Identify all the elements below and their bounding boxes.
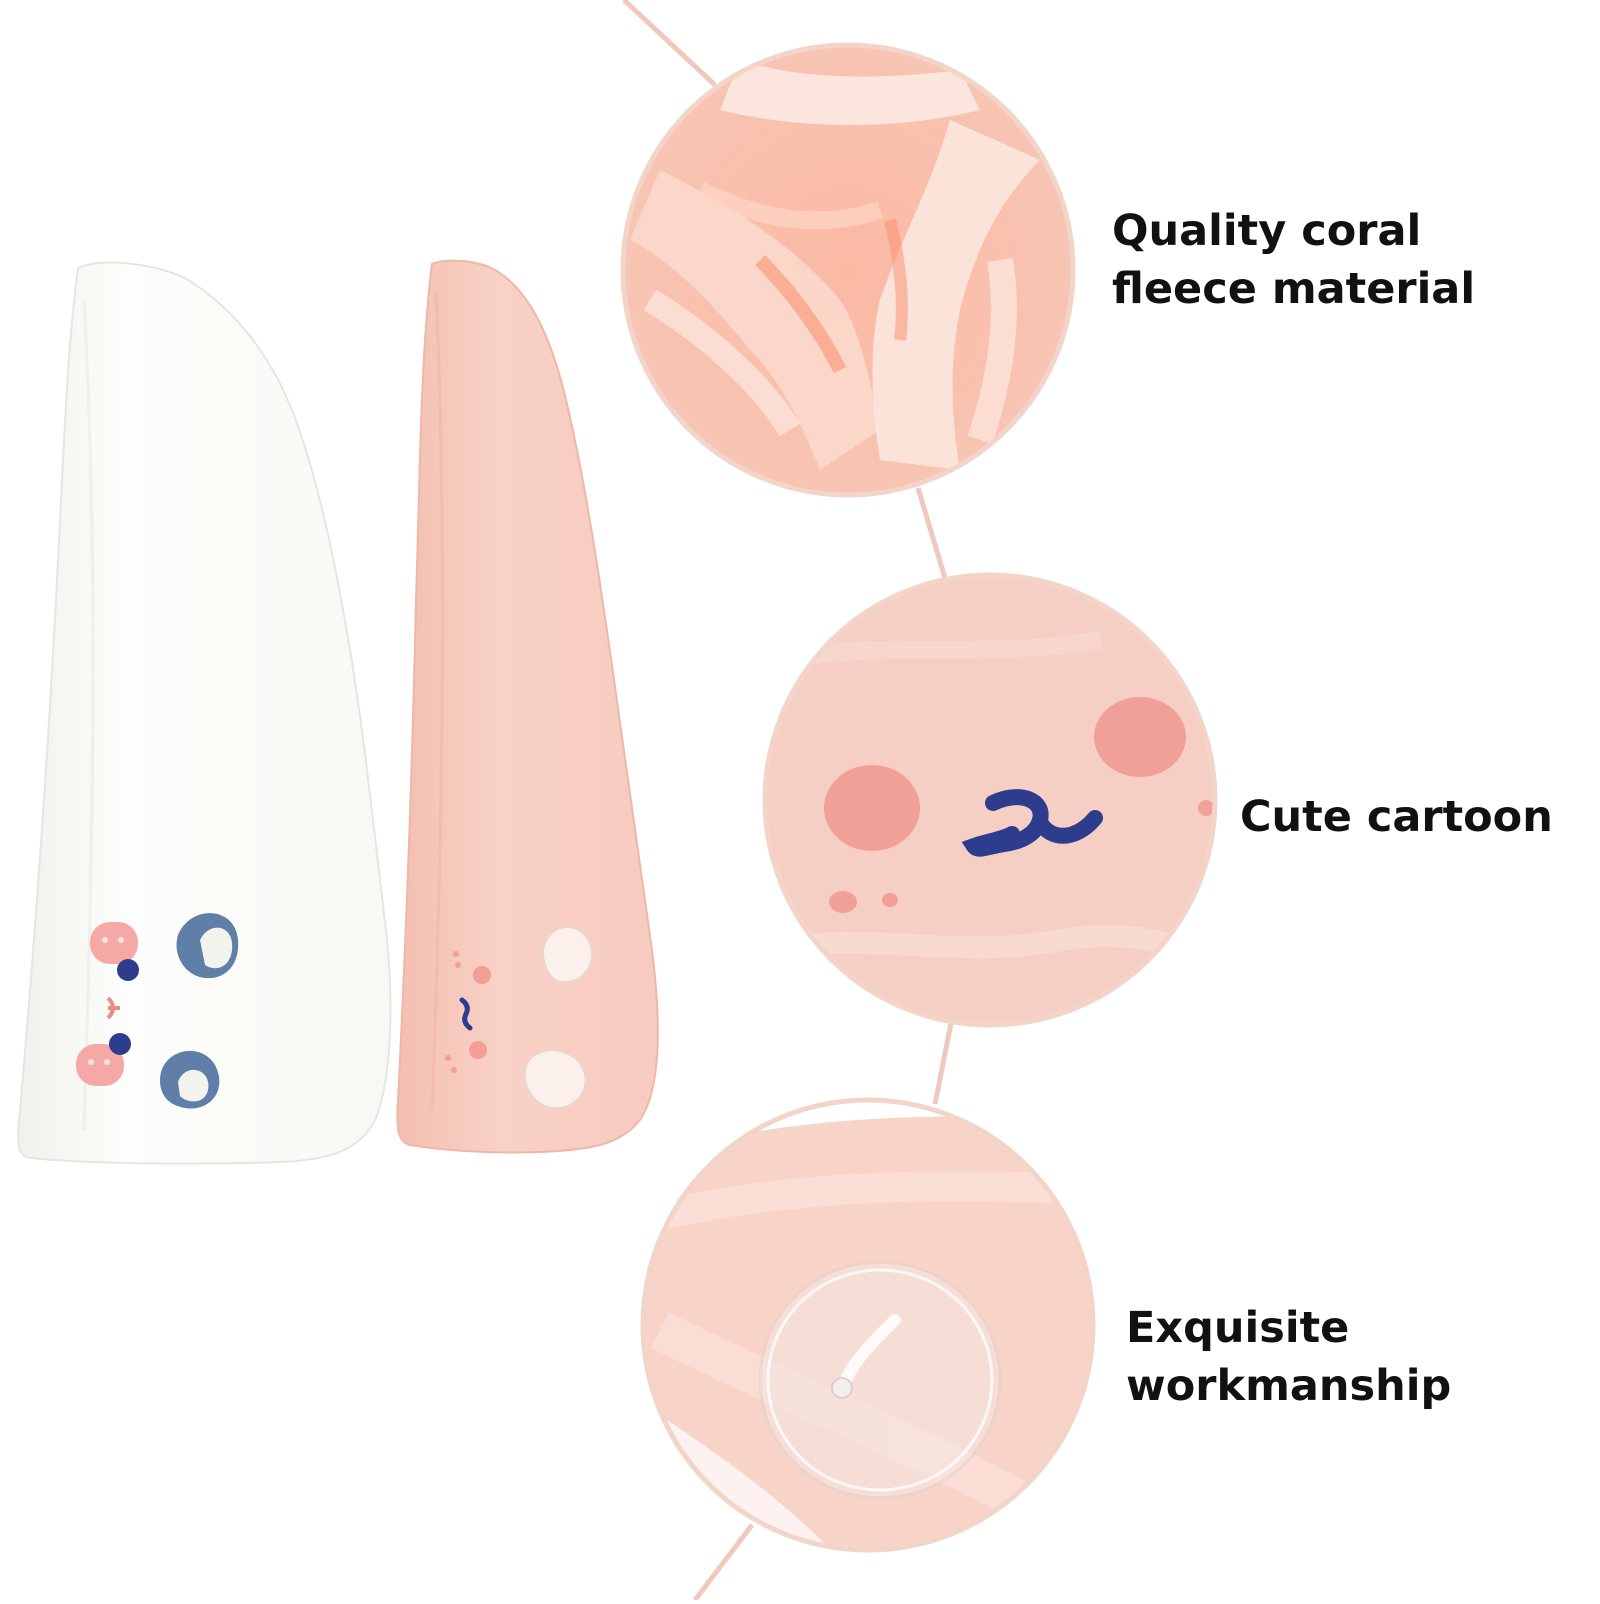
connector-line xyxy=(622,0,955,1602)
feature-label-workmanship: Exquisite workmanship xyxy=(1126,1299,1451,1415)
feature-label-cartoon-line1: Cute cartoon xyxy=(1240,792,1553,842)
coral-fleece-closeup xyxy=(620,42,1076,498)
feature-label-material: Quality coral fleece material xyxy=(1112,202,1475,318)
pink-towel xyxy=(396,259,659,1154)
feature-label-cartoon: Cute cartoon xyxy=(1240,788,1553,846)
cartoon-face-closeup xyxy=(762,572,1218,1028)
white-towel-face xyxy=(76,913,239,1109)
feature-label-material-line2: fleece material xyxy=(1112,264,1476,314)
white-towel xyxy=(17,261,392,1165)
feature-label-material-line1: Quality coral xyxy=(1112,206,1422,256)
feature-label-workmanship-line2: workmanship xyxy=(1126,1361,1452,1411)
feature-label-workmanship-line1: Exquisite xyxy=(1126,1303,1350,1353)
button-loop-closeup xyxy=(640,1097,1096,1553)
pink-towel-face xyxy=(445,925,594,1110)
